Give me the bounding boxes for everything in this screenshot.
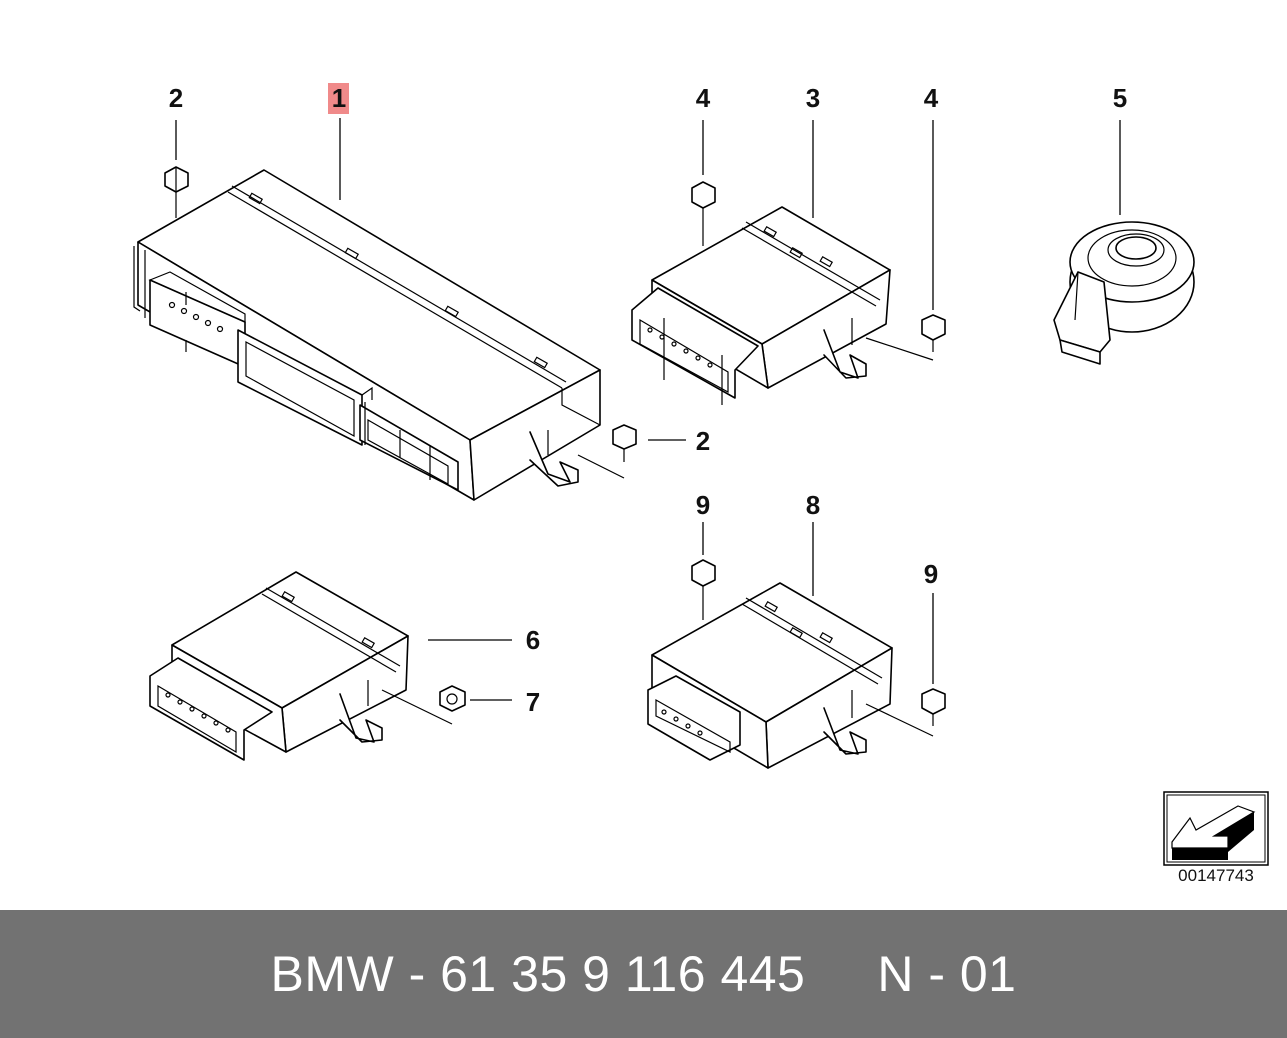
part-3-control-module [631,206,891,405]
part-1-control-module [133,169,601,501]
screw-9a [691,559,716,620]
part-5-ring-sensor [1053,221,1195,365]
screw-4b [921,314,946,352]
nut-7 [439,685,466,712]
screw-9b [921,688,946,726]
callout-1: 1 [332,83,346,113]
screw-2b [612,424,637,462]
callout-9b: 9 [924,559,938,589]
callout-6: 6 [526,625,540,655]
screw-2a [164,166,189,218]
part-6-control-module [149,571,409,761]
part-number-caption: BMW - 61 35 9 116 445 N - 01 [270,946,1017,1002]
callout-5: 5 [1113,83,1127,113]
callout-2a: 2 [169,83,183,113]
arrow-icon [1163,791,1269,866]
callout-7: 7 [526,687,540,717]
leader-lines [175,118,1121,737]
reference-number: 00147743 [1178,866,1254,885]
callout-labels: 2 1 4 3 4 5 2 9 8 9 6 7 [169,83,1127,717]
callout-2b: 2 [696,426,710,456]
footer-bar: BMW - 61 35 9 116 445 N - 01 [0,910,1287,1038]
callout-1-highlight [328,83,349,114]
callout-3: 3 [806,83,820,113]
parts-diagram: 2 1 4 3 4 5 2 9 8 9 6 7 [133,83,1269,866]
callout-8: 8 [806,490,820,520]
screw-4a [691,181,716,246]
callout-4a: 4 [696,83,711,113]
part-8-control-module [647,582,893,769]
callout-4b: 4 [924,83,939,113]
callout-9a: 9 [696,490,710,520]
